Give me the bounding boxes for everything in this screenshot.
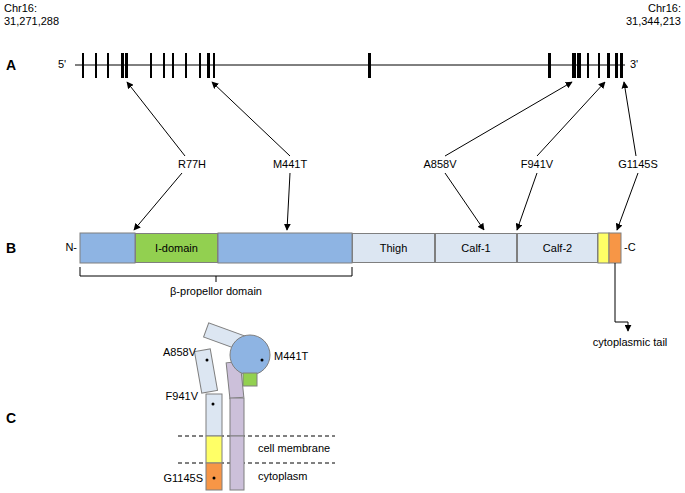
exon-bar xyxy=(185,53,187,78)
exon-bar xyxy=(107,53,109,78)
integrin-schematic xyxy=(178,323,335,490)
mutation-label: R77H xyxy=(178,158,206,171)
domain-name: I-domain xyxy=(155,242,198,255)
domain-label: β-propellor domain xyxy=(170,285,262,298)
exon-bar xyxy=(587,53,589,78)
exon-bar xyxy=(172,53,174,78)
region-label: cell membrane xyxy=(258,442,330,455)
mutation-label: M441T xyxy=(273,158,307,171)
mutation-label: A858V xyxy=(163,346,196,359)
end-label: 5' xyxy=(58,58,66,71)
exon-bar xyxy=(607,53,610,78)
tail-pointer xyxy=(615,263,628,331)
coordinate-label: Chr16: xyxy=(4,2,37,15)
exon-bar xyxy=(121,53,124,78)
domain-bracket xyxy=(80,267,352,282)
mutation-label: G1145S xyxy=(163,472,203,485)
gene-structure xyxy=(75,53,625,78)
exon-bar xyxy=(163,53,165,78)
exon-bar xyxy=(95,53,97,78)
exon-bar xyxy=(207,53,210,78)
exon-bar xyxy=(150,53,152,78)
protein-segments xyxy=(80,233,621,263)
exon-bar xyxy=(615,53,618,78)
domain-box: Calf-2 xyxy=(517,233,598,263)
exon-bar xyxy=(199,53,201,78)
mutation-label: G1145S xyxy=(618,158,658,171)
region-label: cytoplasm xyxy=(258,470,308,483)
panel-letter: B xyxy=(6,240,16,256)
exon-bar xyxy=(548,53,551,78)
coordinate-label: Chr16: xyxy=(648,2,681,15)
domain-box: Thigh xyxy=(352,233,435,263)
exon-bar xyxy=(620,53,623,78)
coordinate-label: 31,271,288 xyxy=(4,15,59,28)
exon-bar xyxy=(82,53,84,78)
mutation-label: M441T xyxy=(274,350,308,363)
panel-letter: C xyxy=(6,410,16,426)
mutation-label: A858V xyxy=(423,158,456,171)
domain-name: Thigh xyxy=(380,242,408,255)
exon-bar xyxy=(213,53,215,78)
exon-bar xyxy=(598,53,600,78)
region-label: cytoplasmic tail xyxy=(593,336,668,349)
panel-letter: A xyxy=(6,57,16,73)
coordinate-label: 31,344,213 xyxy=(626,15,681,28)
exon-bar xyxy=(368,53,371,78)
mutation-label: F941V xyxy=(521,158,553,171)
terminus-label: -C xyxy=(624,241,636,254)
exon-bar xyxy=(577,53,581,78)
exon-bar xyxy=(125,53,128,78)
end-label: 3' xyxy=(630,58,638,71)
mutation-arrows xyxy=(127,82,638,230)
terminus-label: N- xyxy=(65,241,77,254)
domain-name: Calf-1 xyxy=(461,242,490,255)
exon-bar xyxy=(572,53,576,78)
mutation-label: F941V xyxy=(166,390,198,403)
domain-box: Calf-1 xyxy=(435,233,517,263)
domain-box: I-domain xyxy=(135,233,218,263)
domain-name: Calf-2 xyxy=(543,242,572,255)
